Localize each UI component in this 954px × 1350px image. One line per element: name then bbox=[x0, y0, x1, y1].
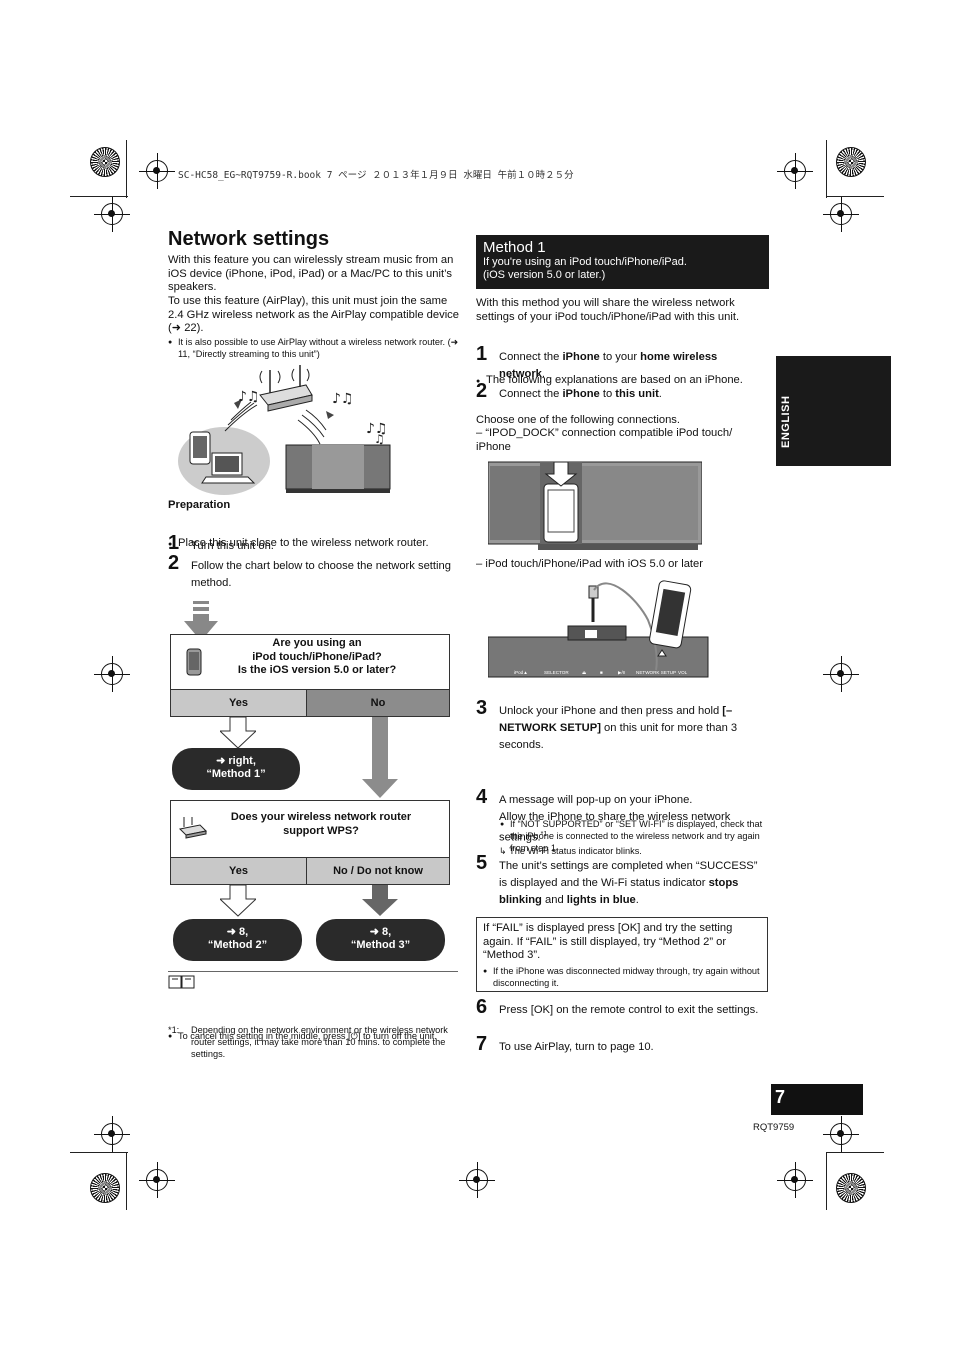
iphone-icon bbox=[186, 648, 202, 676]
flow-result-method-1: ➜ right, “Method 1” bbox=[172, 748, 300, 790]
svg-text:♪♫: ♪♫ bbox=[332, 391, 354, 407]
registration-star-icon bbox=[836, 1173, 866, 1203]
flow-question-2: Does your wireless network router suppor… bbox=[170, 800, 450, 858]
start-arrow-icon bbox=[184, 601, 218, 641]
unit-control-labels: iPod▲ SELECTOR ⏏ ■ ▶/II NETWORK SETUP VO… bbox=[514, 670, 688, 675]
flow-answer-no: No bbox=[306, 689, 450, 717]
step-text: Follow the chart below to choose the net… bbox=[191, 560, 451, 589]
step-2-text: Connect the iPhone to this unit. bbox=[499, 388, 662, 400]
step-number: 1 bbox=[168, 532, 180, 554]
down-arrow-icon bbox=[362, 885, 398, 916]
crosshair-icon bbox=[94, 1116, 130, 1152]
divider bbox=[168, 971, 458, 972]
step-number: 6 bbox=[476, 996, 488, 1018]
intro-paragraph-2: To use this feature (AirPlay), this unit… bbox=[168, 295, 459, 335]
step-7-text: To use AirPlay, turn to page 10. bbox=[499, 1041, 654, 1053]
crop-mark bbox=[826, 1152, 827, 1210]
crosshair-icon bbox=[777, 1162, 813, 1198]
crosshair-icon bbox=[823, 656, 859, 692]
step-number: 5 bbox=[476, 852, 488, 874]
flow-answer-yes: Yes bbox=[170, 857, 307, 885]
intro-note: It is also possible to use AirPlay witho… bbox=[168, 336, 463, 360]
down-arrow-icon bbox=[220, 717, 256, 749]
down-arrow-icon bbox=[220, 885, 256, 917]
step-3-note: If “NOT SUPPORTED” or “SET WI-FI” is dis… bbox=[500, 818, 765, 854]
cancel-note: To cancel this setting in the middle, pr… bbox=[168, 1030, 466, 1043]
step-number: 7 bbox=[476, 1033, 488, 1055]
crosshair-icon bbox=[139, 153, 175, 189]
step-5-text: The unit’s settings are completed when “… bbox=[499, 860, 758, 906]
preparation-heading: Preparation bbox=[168, 499, 231, 511]
crop-mark bbox=[126, 1152, 127, 1210]
crosshair-icon bbox=[459, 1162, 495, 1198]
step-6-text: Press [OK] on the remote control to exit… bbox=[499, 1004, 759, 1016]
step-text: Turn this unit on. bbox=[191, 540, 274, 552]
page-number: 7 bbox=[771, 1084, 863, 1115]
language-tab-label: ENGLISH bbox=[780, 395, 792, 448]
fail-info-box: If “FAIL” is displayed press [OK] and tr… bbox=[476, 917, 768, 992]
method-1-intro: With this method you will share the wire… bbox=[476, 297, 740, 323]
flow-answer-yes: Yes bbox=[170, 689, 307, 717]
step-number: 3 bbox=[476, 697, 488, 719]
router-icon bbox=[178, 817, 208, 839]
sub-arrow-icon: ↳ bbox=[499, 846, 510, 856]
preparation-item: Place this unit close to the wireless ne… bbox=[168, 537, 468, 551]
connection-option-2: – iPod touch/iPhone/iPad with iOS 5.0 or… bbox=[476, 558, 703, 570]
usb-connection-illustration bbox=[488, 580, 709, 678]
ipod-dock-illustration bbox=[488, 461, 702, 550]
file-header-line: SC-HC58_EG~RQT9759-R.book 7 ページ ２０１３年１月９… bbox=[178, 170, 574, 181]
method-1-subtitle-2: (iOS version 5.0 or later.) bbox=[483, 269, 606, 281]
method-1-header: Method 1 If you're using an iPod touch/i… bbox=[476, 235, 769, 289]
crop-mark bbox=[826, 196, 884, 197]
registration-star-icon bbox=[90, 1173, 120, 1203]
flow-question-2-text: Does your wireless network router suppor… bbox=[230, 811, 412, 837]
step-1-text: Connect the iPhone to your home wireless… bbox=[499, 351, 718, 380]
crop-mark bbox=[70, 1152, 128, 1153]
registration-star-icon bbox=[90, 147, 120, 177]
fail-info-note: If the iPhone was disconnected midway th… bbox=[483, 965, 761, 989]
choose-connection: Choose one of the following connections. bbox=[476, 414, 680, 426]
fail-info-text: If “FAIL” is displayed press [OK] and tr… bbox=[483, 922, 733, 962]
flow-question-1-text: Are you using an iPod touch/iPhone/iPad?… bbox=[237, 637, 397, 676]
svg-text:♪♫: ♪♫ bbox=[366, 421, 388, 437]
method-1-intro-note: The following explanations are based on … bbox=[476, 374, 778, 388]
airplay-illustration: ♪♫ ♪♫ ♪♫ ♫ bbox=[178, 365, 391, 495]
step-number: 1 bbox=[476, 343, 488, 365]
crosshair-icon bbox=[823, 196, 859, 232]
step-number: 4 bbox=[476, 786, 488, 808]
step-number: 2 bbox=[476, 380, 488, 402]
page-title: Network settings bbox=[168, 228, 330, 250]
document-code: RQT9759 bbox=[753, 1122, 795, 1133]
crop-mark bbox=[70, 196, 128, 197]
crosshair-icon bbox=[94, 656, 130, 692]
svg-text:♪♫: ♪♫ bbox=[238, 389, 260, 405]
connection-option-1: – “IPOD_DOCK” connection compatible iPod… bbox=[476, 427, 733, 453]
footnote-mark: *1: bbox=[168, 1025, 180, 1035]
step-4-sub: ↳ The Wi-Fi status indicator blinks. bbox=[499, 846, 642, 856]
crop-mark bbox=[826, 140, 827, 198]
step-4-text: A message will pop-up on your iPhone. Al… bbox=[499, 794, 731, 844]
book-note-icon bbox=[168, 975, 195, 989]
method-1-title: Method 1 bbox=[483, 239, 546, 256]
crop-mark bbox=[826, 1152, 884, 1153]
method-1-subtitle-1: If you're using an iPod touch/iPhone/iPa… bbox=[483, 256, 687, 268]
svg-text:♫: ♫ bbox=[374, 432, 385, 446]
intro-paragraph-1: With this feature you can wirelessly str… bbox=[168, 254, 454, 294]
crosshair-icon bbox=[823, 1116, 859, 1152]
crop-mark bbox=[126, 140, 127, 198]
crosshair-icon bbox=[139, 1162, 175, 1198]
down-arrow-long-icon bbox=[362, 717, 398, 798]
crosshair-icon bbox=[94, 196, 130, 232]
flow-result-method-2: ➜ 8, “Method 2” bbox=[173, 919, 302, 961]
step-number: 2 bbox=[168, 552, 180, 574]
language-tab: ENGLISH bbox=[776, 356, 891, 466]
flow-answer-no-do-not-know: No / Do not know bbox=[306, 857, 450, 885]
flow-result-method-3: ➜ 8, “Method 3” bbox=[316, 919, 445, 961]
flow-question-1: Are you using an iPod touch/iPhone/iPad?… bbox=[170, 634, 450, 690]
footnote-text: Depending on the network environment or … bbox=[191, 1025, 448, 1059]
step-3-text: Unlock your iPhone and then press and ho… bbox=[499, 705, 738, 751]
crosshair-icon bbox=[777, 153, 813, 189]
registration-star-icon bbox=[836, 147, 866, 177]
